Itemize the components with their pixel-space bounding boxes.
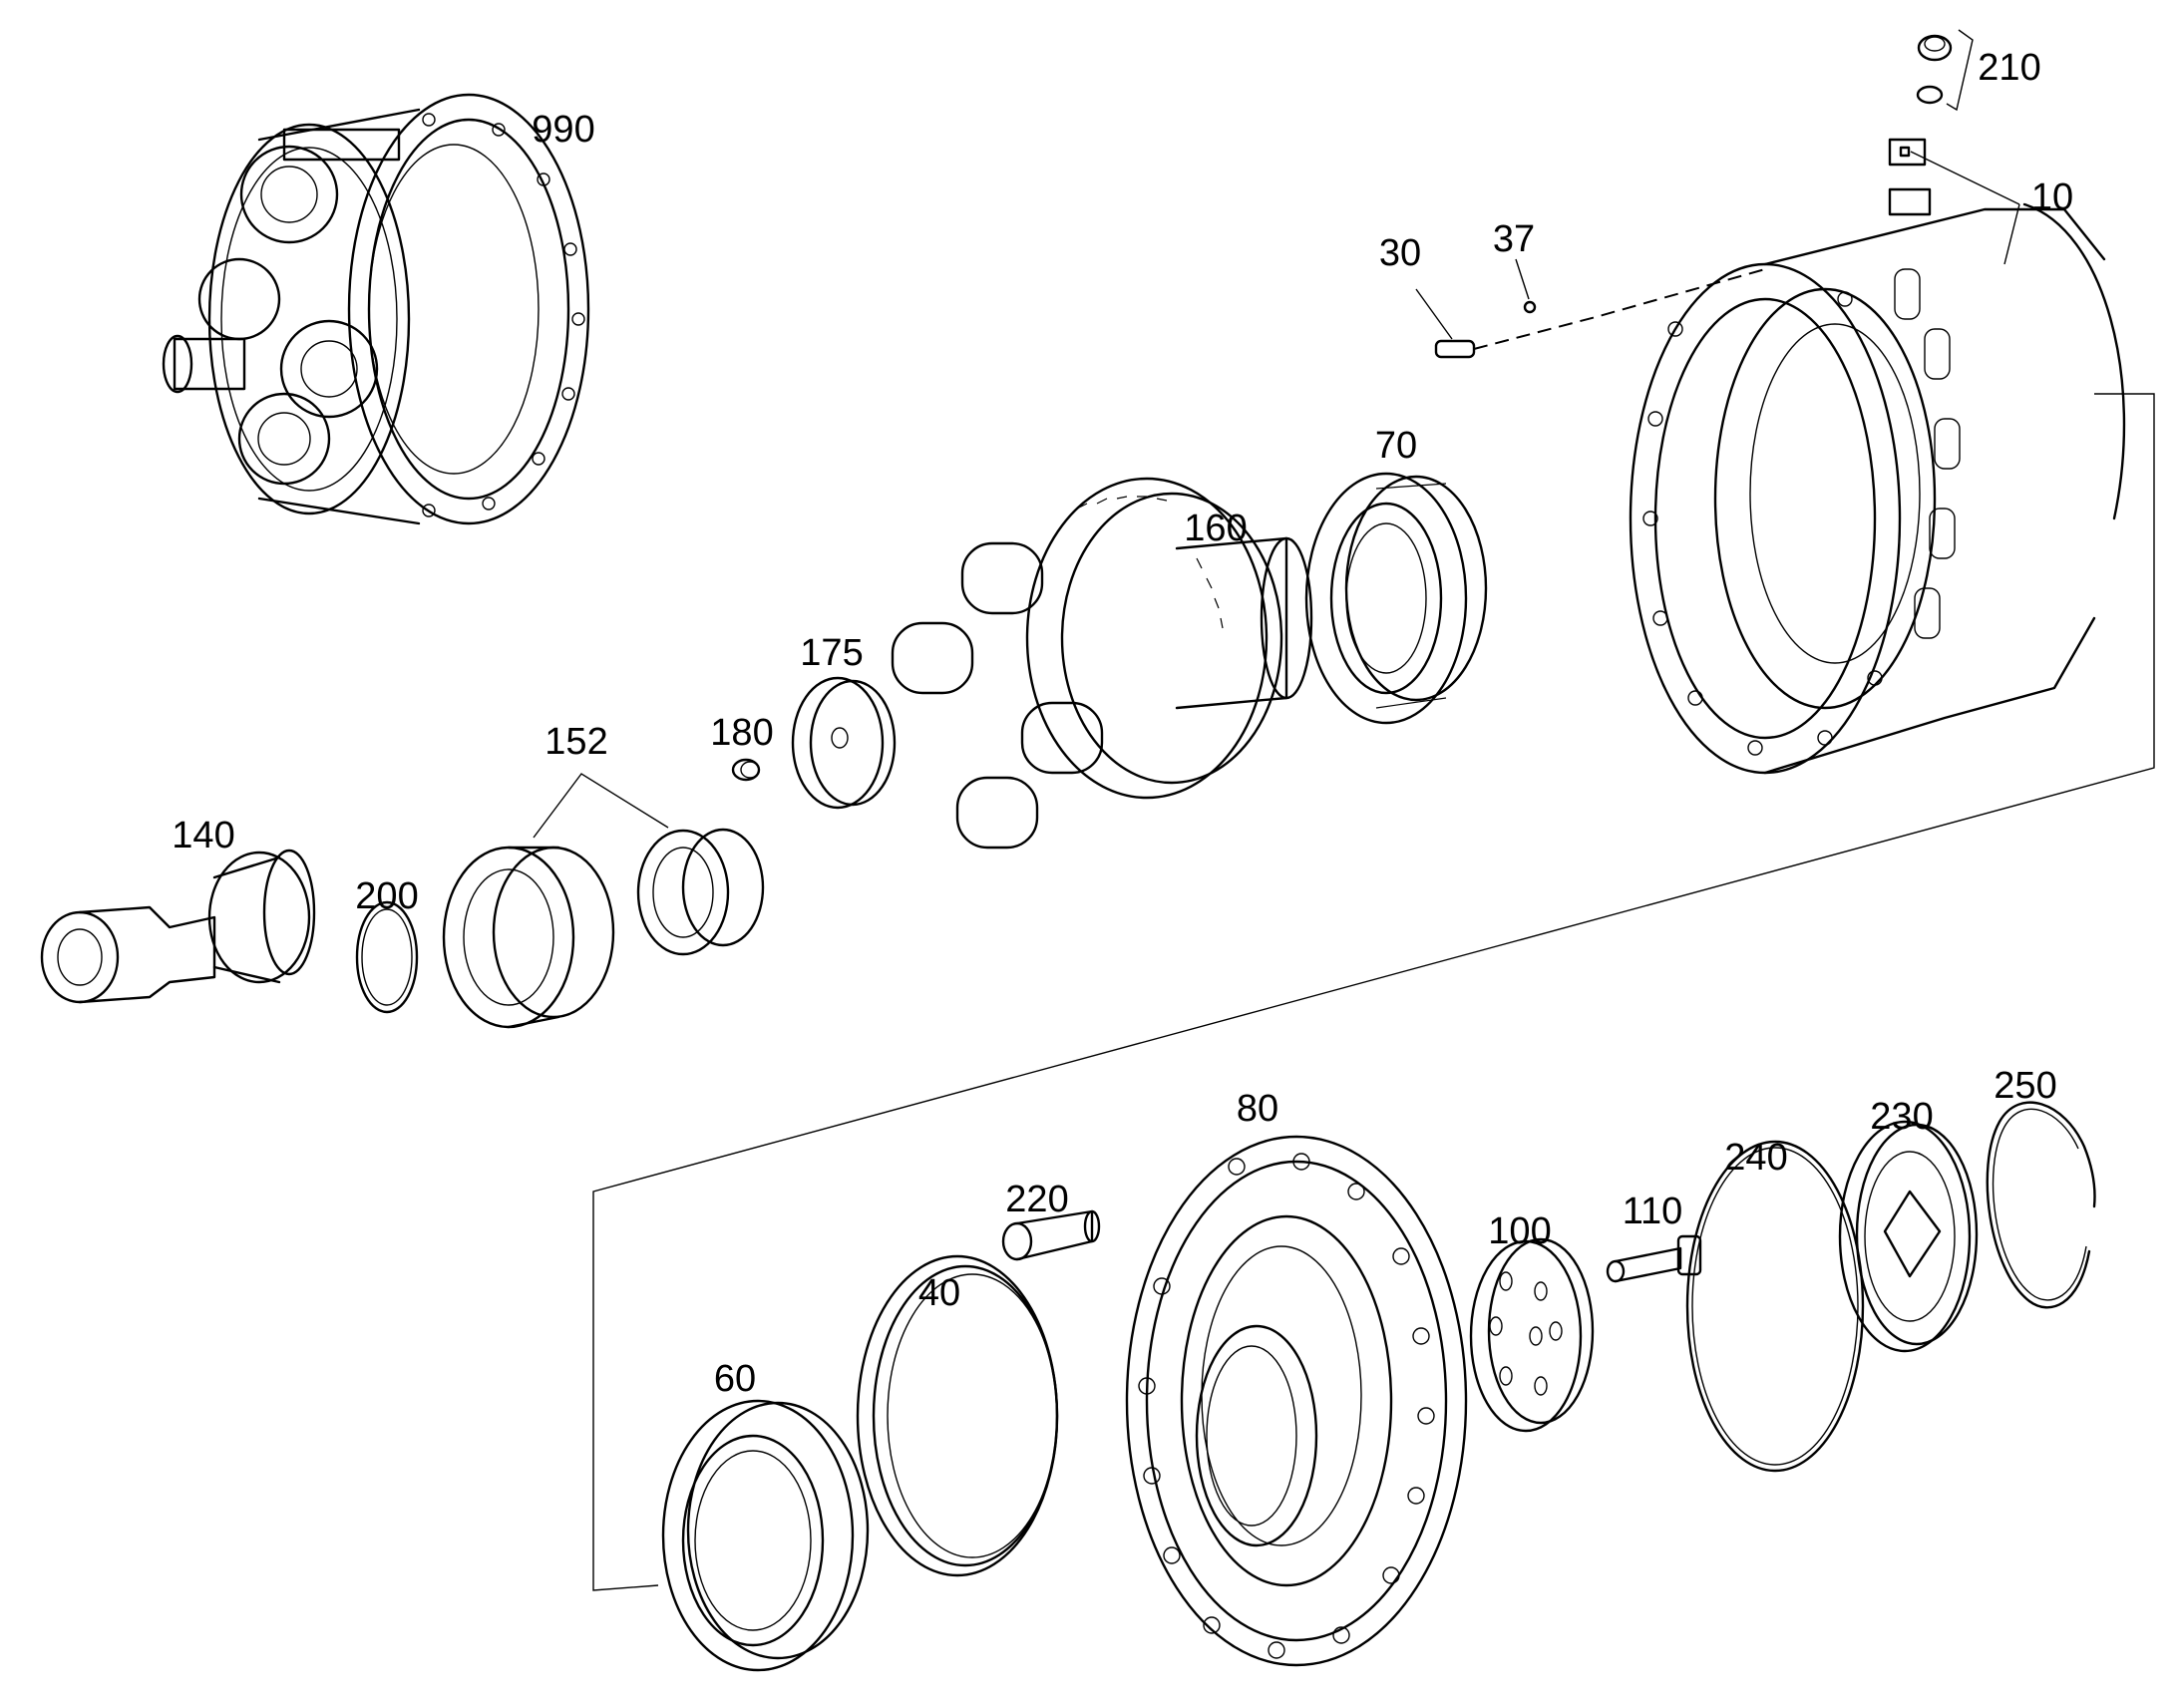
label-240: 240 bbox=[1724, 1137, 1788, 1179]
part-200-snap-ring bbox=[355, 900, 419, 1014]
part-240-o-ring bbox=[1685, 1140, 1865, 1473]
label-37: 37 bbox=[1492, 218, 1536, 260]
frame-outline bbox=[592, 393, 2155, 1591]
part-250-retaining-ring bbox=[1986, 1101, 2096, 1309]
label-10: 10 bbox=[2030, 176, 2074, 218]
part-220-wheel-stud bbox=[1001, 1209, 1101, 1261]
label-200: 200 bbox=[355, 875, 419, 917]
part-180-pin bbox=[731, 758, 761, 782]
label-30: 30 bbox=[1378, 232, 1422, 274]
label-990: 990 bbox=[532, 109, 595, 151]
part-100-plate bbox=[1469, 1237, 1595, 1433]
label-40: 40 bbox=[917, 1272, 961, 1314]
part-990-assembly bbox=[162, 93, 590, 525]
part-10-housing bbox=[1629, 138, 2126, 775]
part-60-seal bbox=[661, 1399, 870, 1672]
label-140: 140 bbox=[172, 815, 235, 856]
part-30-plug bbox=[1415, 288, 1476, 359]
part-140-shaft bbox=[40, 849, 316, 1004]
part-37-washer bbox=[1515, 258, 1537, 314]
label-60: 60 bbox=[713, 1358, 757, 1400]
label-220: 220 bbox=[1005, 1179, 1069, 1220]
part-70-bearing bbox=[1304, 472, 1488, 725]
label-100: 100 bbox=[1488, 1210, 1552, 1252]
label-80: 80 bbox=[1236, 1088, 1279, 1130]
label-180: 180 bbox=[710, 712, 774, 754]
part-80-hub bbox=[1125, 1135, 1468, 1667]
part-175-washer bbox=[791, 676, 897, 810]
label-110: 110 bbox=[1622, 1191, 1683, 1232]
label-250: 250 bbox=[1994, 1065, 2057, 1107]
part-210-cap bbox=[1916, 29, 1974, 112]
label-70: 70 bbox=[1374, 425, 1418, 467]
part-110-bolt bbox=[1606, 1234, 1702, 1283]
part-160-planet-carrier bbox=[891, 477, 1313, 850]
label-210: 210 bbox=[1978, 47, 2041, 89]
part-152-gear-set bbox=[442, 773, 765, 1029]
label-230: 230 bbox=[1870, 1096, 1934, 1138]
part-230-cap bbox=[1838, 1120, 1979, 1353]
label-160: 160 bbox=[1184, 508, 1248, 549]
label-175: 175 bbox=[800, 632, 864, 674]
part-40-seal bbox=[856, 1254, 1059, 1577]
label-152: 152 bbox=[545, 721, 608, 763]
